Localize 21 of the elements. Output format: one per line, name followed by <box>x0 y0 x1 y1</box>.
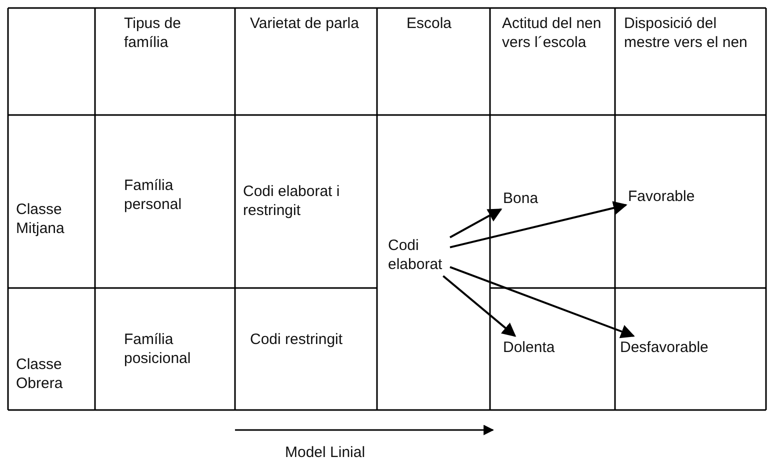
table-cell-text: Codi restringit <box>250 330 344 349</box>
column-header: Disposició del mestre vers el nen <box>624 14 748 52</box>
node-text: Dolenta <box>503 338 555 357</box>
row-header: Classe Mitjana <box>16 200 66 238</box>
axis-label: Model Linial <box>285 443 366 462</box>
arrow <box>450 266 635 338</box>
node-text: Desfavorable <box>620 338 708 357</box>
arrow <box>450 208 502 238</box>
table-cell-text: Família personal <box>124 176 183 214</box>
table-cell-text: Codi elaborat i restringit <box>243 182 341 220</box>
table-cell-text: Família posicional <box>124 330 192 368</box>
column-header: Varietat de parla <box>250 14 360 33</box>
node-text: Bona <box>503 189 538 208</box>
arrow <box>450 201 628 248</box>
node-text: Favorable <box>628 187 695 206</box>
column-header: Escola <box>405 14 453 33</box>
row-header: Classe Obrera <box>16 355 64 393</box>
arrow <box>442 275 516 337</box>
column-header: Tipus de família <box>124 14 182 52</box>
node-text: Codi elaborat <box>388 236 448 274</box>
column-header: Actitud del nen vers l´escola <box>502 14 602 52</box>
